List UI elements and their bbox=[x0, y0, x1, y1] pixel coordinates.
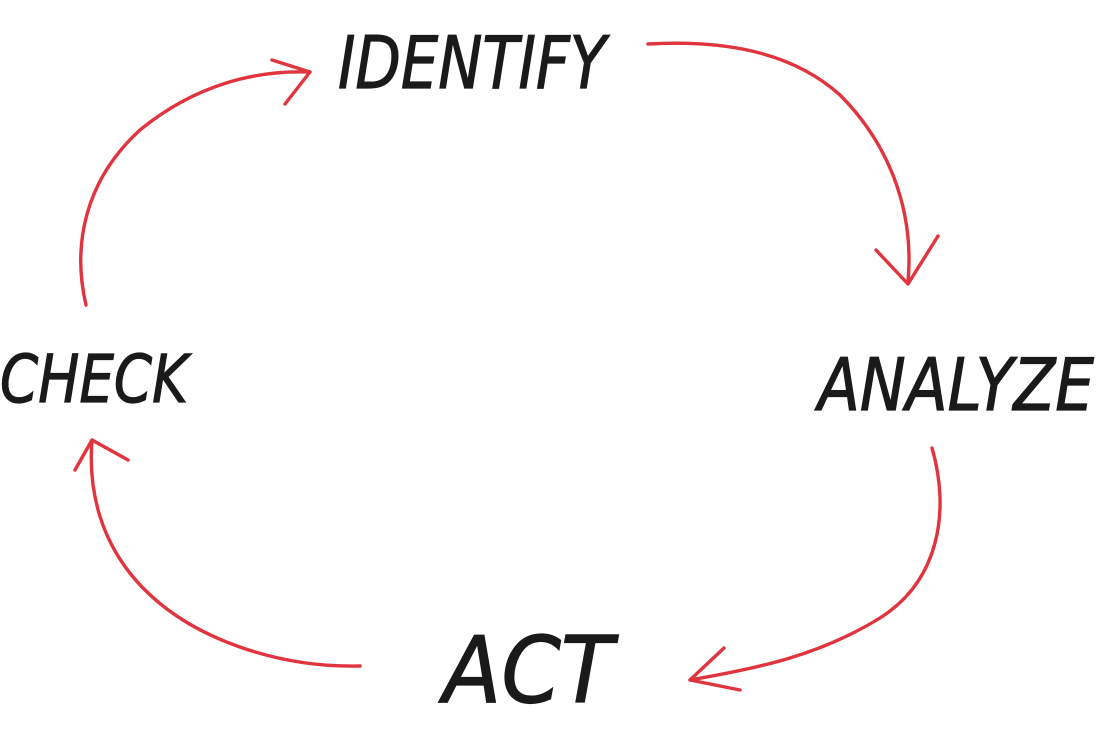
stage-label-identify: IDENTIFY bbox=[338, 21, 610, 105]
arrow-identify-to-analyze bbox=[646, 41, 940, 286]
arrow-analyze-to-act-line bbox=[688, 446, 942, 682]
arrow-act-to-check-head bbox=[73, 438, 130, 472]
arrow-act-to-check bbox=[73, 438, 362, 668]
arrow-check-to-identify bbox=[79, 58, 312, 307]
arrow-identify-to-analyze-head bbox=[874, 234, 940, 286]
arrow-check-to-identify-line bbox=[79, 70, 312, 307]
arrow-act-to-check-line bbox=[89, 438, 362, 668]
stage-label-check: CHECK bbox=[0, 341, 192, 418]
stage-label-analyze: ANALYZE bbox=[815, 343, 1095, 427]
stage-label-act: ACT bbox=[438, 617, 619, 724]
arrow-analyze-to-act-head bbox=[688, 646, 742, 692]
arrow-analyze-to-act bbox=[688, 446, 942, 692]
arrow-identify-to-analyze-line bbox=[646, 41, 911, 284]
arrow-check-to-identify-head bbox=[270, 58, 312, 106]
